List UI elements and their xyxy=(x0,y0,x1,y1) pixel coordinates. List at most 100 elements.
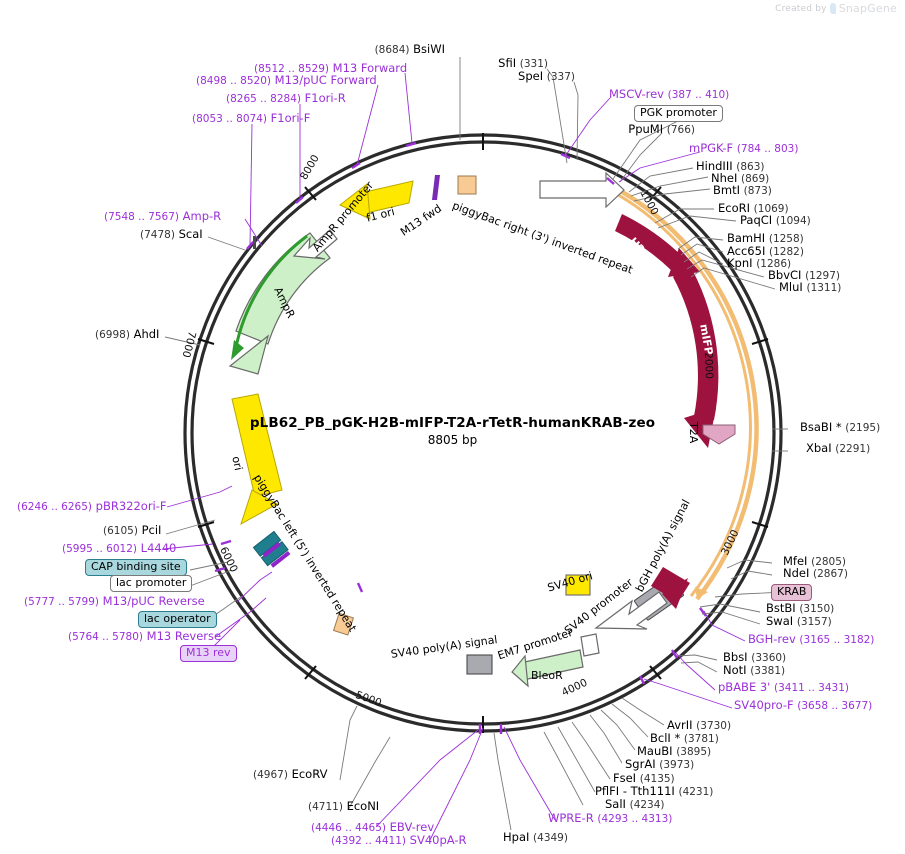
enzyme-label-nhei: NheI (869) xyxy=(711,172,769,185)
snapgene-watermark: Created by SnapGene xyxy=(775,2,897,15)
enzyme-name: MluI xyxy=(779,280,803,294)
feature-ampr-promoter xyxy=(253,229,338,260)
enzyme-label-paqci: PaqCI (1094) xyxy=(740,214,811,227)
primer-range: (8265 .. 8284) xyxy=(226,93,301,105)
tick-label-2000: 2000 xyxy=(702,352,715,380)
enzyme-position: (4349) xyxy=(533,832,568,844)
enzyme-position: (3381) xyxy=(750,665,786,677)
primer-label-mpgk-f: mPGK-F (784 .. 803) xyxy=(689,142,798,155)
watermark-prefix: Created by xyxy=(775,3,827,14)
primer-name: M13/pUC Reverse xyxy=(102,594,205,608)
feature-sv40-polya xyxy=(466,654,493,675)
enzyme-label-spei: SpeI (337) xyxy=(440,70,575,83)
primer-label-l4440: (5995 .. 6012) L4440 xyxy=(62,542,176,555)
feature-sv40-ori xyxy=(565,574,591,596)
enzyme-name: PflFI - Tth111I xyxy=(595,784,675,798)
primer-label-f1ori-f: (8053 .. 8074) F1ori-F xyxy=(192,112,310,125)
primer-range: (5764 .. 5780) xyxy=(68,631,143,643)
enzyme-position: (7478) xyxy=(140,229,175,241)
enzyme-label-avrii: AvrII (3730) xyxy=(667,719,731,732)
enzyme-name: HindIII xyxy=(696,159,733,173)
primer-name: BGH-rev xyxy=(748,632,796,646)
feature-ampr xyxy=(228,232,331,375)
enzyme-position: (1094) xyxy=(775,215,811,227)
enzyme-label-ecori: EcoRI (1069) xyxy=(718,202,789,215)
primer-range: (4293 .. 4313) xyxy=(597,813,673,825)
enzyme-label-mfei: MfeI (2805) xyxy=(783,555,846,568)
enzyme-name: FseI xyxy=(613,771,637,785)
enzyme-name: KpnI xyxy=(727,256,753,270)
primer-range: (4446 .. 4465) xyxy=(311,822,386,834)
enzyme-label-sali: SalI (4234) xyxy=(605,798,665,811)
primer-label-wpre-r: WPRE-R (4293 .. 4313) xyxy=(548,812,672,825)
enzyme-label-ndei: NdeI (2867) xyxy=(783,567,848,580)
feature-label-cap-binding-site: CAP binding site xyxy=(85,559,187,577)
primer-label-ebv-rev: (4446 .. 4465) EBV-rev xyxy=(311,821,434,834)
feature-sv40-promoter xyxy=(594,591,668,630)
enzyme-position: (1311) xyxy=(806,282,842,294)
enzyme-name: BmtI xyxy=(713,183,740,197)
enzyme-name: PpuMI xyxy=(628,122,664,136)
primer-name: SV40pro-F xyxy=(734,698,794,712)
leader-lines-primer xyxy=(162,72,746,841)
leader-lines-enzyme xyxy=(164,57,788,831)
feature-piggybac-right xyxy=(457,171,625,209)
feature-t2a xyxy=(702,424,736,445)
primer-range: (6246 .. 6265) xyxy=(17,501,92,513)
enzyme-name: SpeI xyxy=(518,69,544,83)
primer-label-amp-r: (7548 .. 7567) Amp-R xyxy=(104,210,221,223)
enzyme-position: (873) xyxy=(743,185,772,197)
snapgene-logo-icon xyxy=(829,3,836,14)
primer-name: M13 Reverse xyxy=(146,629,222,643)
primer-range: (8053 .. 8074) xyxy=(192,113,267,125)
enzyme-name: PaqCI xyxy=(740,213,773,227)
feature-label-m13-rev: M13 rev xyxy=(180,645,237,663)
enzyme-name: NdeI xyxy=(783,566,810,580)
enzyme-position: (1286) xyxy=(756,258,792,270)
enzyme-name: Acc65I xyxy=(727,244,766,258)
feature-krab-arrow xyxy=(651,567,690,609)
watermark-brand: SnapGene xyxy=(838,2,897,15)
feature-mifp xyxy=(673,262,719,448)
primer-label-m13-forward: (8512 .. 8529) M13 Forward xyxy=(254,62,407,75)
feature-bleor xyxy=(511,649,584,688)
primer-name: pBR322ori-F xyxy=(95,499,167,513)
enzyme-position: (2291) xyxy=(835,443,871,455)
enzyme-position: (8684) xyxy=(374,44,410,56)
primer-name: M13/pUC Forward xyxy=(274,73,377,87)
enzyme-name: MfeI xyxy=(783,554,808,568)
enzyme-label-hpai: HpaI (4349) xyxy=(503,831,568,844)
enzyme-name: SalI xyxy=(605,797,626,811)
enzyme-label-scai: (7478) ScaI xyxy=(140,228,203,241)
primer-range: (8512 .. 8529) xyxy=(254,63,329,75)
enzyme-label-ppumi: PpuMI (766) xyxy=(540,123,695,136)
primer-label-pbabe-3: pBABE 3' (3411 .. 3431) xyxy=(718,681,849,694)
enzyme-label-kpni: KpnI (1286) xyxy=(727,257,791,270)
feature-ori xyxy=(231,393,283,526)
enzyme-name: EcoNI xyxy=(346,799,380,813)
primer-name: pBABE 3' xyxy=(718,680,771,694)
enzyme-position: (3895) xyxy=(676,746,712,758)
enzyme-name: NotI xyxy=(723,663,747,677)
primer-name: WPRE-R xyxy=(548,811,594,825)
enzyme-name: BbvCI xyxy=(768,268,802,282)
enzyme-label-bstbi: BstBI (3150) xyxy=(766,602,834,615)
primer-name: L4440 xyxy=(140,541,177,555)
primer-name: mPGK-F xyxy=(689,141,734,155)
primer-name: EBV-rev xyxy=(389,820,435,834)
primer-label-sv40pa-r: (4392 .. 4411) SV40pA-R xyxy=(331,834,467,847)
enzyme-position: (3973) xyxy=(659,759,695,771)
enzyme-label-bsabi: BsaBI * (2195) xyxy=(800,421,880,434)
enzyme-label-sfii: SfiI (331) xyxy=(420,57,548,70)
primer-name: SV40pA-R xyxy=(409,833,467,847)
enzyme-position: (337) xyxy=(546,71,575,83)
enzyme-name: XbaI xyxy=(806,441,832,455)
enzyme-label-bbvci: BbvCI (1297) xyxy=(768,269,840,282)
primer-range: (387 .. 410) xyxy=(667,89,730,101)
primer-range: (3658 .. 3677) xyxy=(797,700,873,712)
enzyme-name: HpaI xyxy=(503,830,530,844)
enzyme-position: (4711) xyxy=(308,801,343,813)
primer-name: MSCV-rev xyxy=(609,87,664,101)
feature-em7-promoter xyxy=(580,633,600,657)
